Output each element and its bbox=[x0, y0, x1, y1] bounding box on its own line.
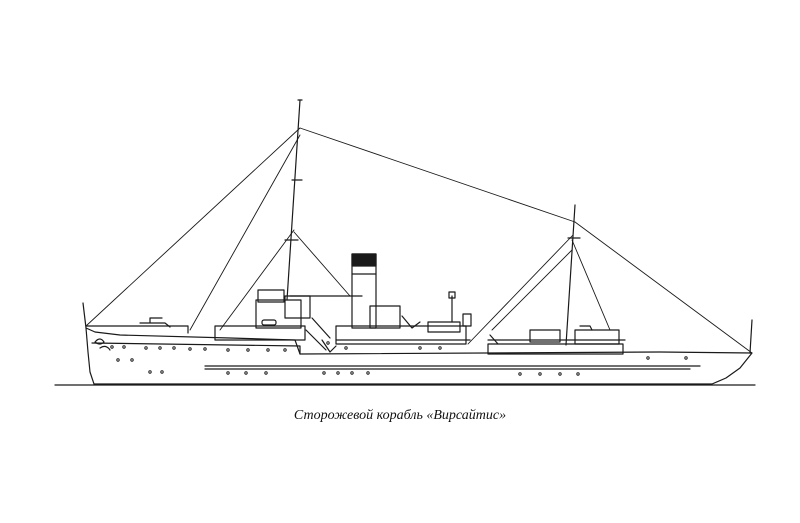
figure-caption: Сторожевой корабль «Вирсайтис» bbox=[293, 408, 507, 423]
bridge-house bbox=[255, 299, 302, 329]
aft-gun-platform bbox=[574, 329, 620, 345]
funnel-cap bbox=[351, 253, 377, 267]
main-mast bbox=[565, 204, 576, 346]
engine-casing bbox=[369, 305, 401, 329]
ensign-staff bbox=[749, 319, 753, 354]
bridge-window bbox=[261, 319, 277, 326]
fore-shroud-3 bbox=[293, 231, 351, 297]
bridge-top bbox=[257, 289, 285, 303]
jack-staff bbox=[82, 302, 87, 329]
midship-platform bbox=[427, 321, 461, 333]
bridge-lower bbox=[214, 325, 306, 341]
davit-fwd bbox=[305, 317, 337, 353]
hull bbox=[85, 327, 753, 385]
chart-house bbox=[284, 295, 311, 319]
aft-deckhouse bbox=[487, 343, 624, 355]
fore-stay bbox=[85, 127, 301, 327]
portholes bbox=[110, 341, 688, 376]
fore-shroud-1 bbox=[189, 134, 301, 331]
mainmast-stay bbox=[299, 127, 576, 223]
fore-shroud-2 bbox=[219, 229, 295, 331]
forecastle-rail bbox=[85, 325, 189, 334]
main-shroud-1 bbox=[467, 234, 574, 345]
aft-small-house bbox=[462, 313, 472, 327]
bow-ornament bbox=[94, 338, 111, 351]
ventilator-cap bbox=[448, 291, 456, 299]
aft-davit bbox=[489, 325, 593, 345]
fore-mast bbox=[286, 99, 301, 301]
deck-line bbox=[91, 342, 301, 355]
midship-deckhouse bbox=[335, 325, 467, 345]
forecastle-detail bbox=[139, 317, 171, 328]
back-stay bbox=[574, 221, 753, 354]
davit-mid bbox=[401, 315, 421, 329]
main-shroud-3 bbox=[571, 239, 611, 331]
aft-boat bbox=[529, 329, 561, 343]
main-shroud-2 bbox=[491, 249, 573, 331]
